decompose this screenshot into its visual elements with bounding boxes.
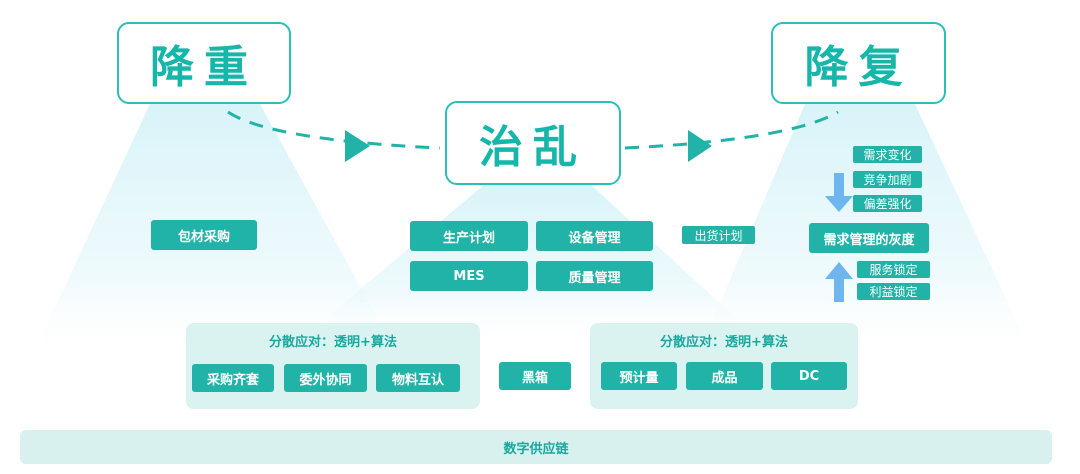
finished-goods-button: 成品 xyxy=(686,362,763,390)
black-box-button: 黑箱 xyxy=(499,362,571,390)
demand-change-label: 需求变化 xyxy=(853,146,922,163)
deviation-label: 偏差强化 xyxy=(853,195,922,212)
outsourcing-collab-button: 委外协同 xyxy=(284,364,367,392)
production-plan-button: 生产计划 xyxy=(410,221,528,251)
procurement-kit-button: 采购齐套 xyxy=(192,364,274,392)
mes-button: MES xyxy=(410,261,528,291)
arrow-down-icon xyxy=(825,173,853,212)
quality-management-button: 质量管理 xyxy=(536,261,653,291)
service-lock-label: 服务锁定 xyxy=(857,261,930,278)
arrow-up-icon xyxy=(825,262,853,302)
dc-button: DC xyxy=(771,362,847,390)
title-box-left: 降重 xyxy=(117,22,291,104)
left-panel-title: 分散应对：透明+算法 xyxy=(269,335,397,350)
packaging-procurement-button: 包材采购 xyxy=(151,220,257,250)
right-panel-title: 分散应对：透明+算法 xyxy=(660,335,788,350)
profit-lock-label: 利益锁定 xyxy=(857,283,930,300)
title-left-text: 降重 xyxy=(150,42,258,93)
title-box-right: 降复 xyxy=(771,22,946,104)
shipping-plan-label: 出货计划 xyxy=(682,226,755,244)
digital-supply-chain-label: 数字供应链 xyxy=(503,441,569,457)
title-center-text: 治乱 xyxy=(479,122,587,173)
equipment-management-button: 设备管理 xyxy=(536,221,653,251)
title-box-center: 治乱 xyxy=(445,101,621,185)
flow-dashed-line-left xyxy=(227,110,441,150)
material-recognition-button: 物料互认 xyxy=(376,364,460,392)
flow-dashed-line-right xyxy=(624,110,839,150)
flow-arrow-right xyxy=(688,130,712,162)
flow-arrow-left xyxy=(345,130,370,162)
forecast-button: 预计量 xyxy=(601,362,677,390)
digital-supply-chain-bar: 数字供应链 xyxy=(20,430,1052,464)
competition-label: 竞争加剧 xyxy=(853,171,922,188)
demand-grey-management-button: 需求管理的灰度 xyxy=(809,223,929,253)
title-right-text: 降复 xyxy=(804,42,913,93)
center-light-beam xyxy=(300,184,760,340)
